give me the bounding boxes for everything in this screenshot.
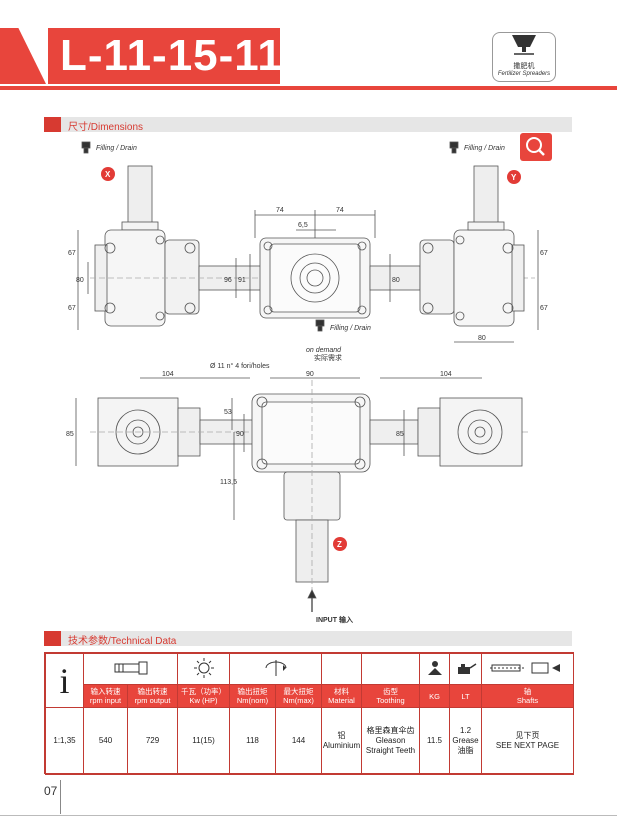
section-marker bbox=[44, 631, 61, 646]
dim-91: 91 bbox=[238, 277, 246, 284]
filling-drain-left: Filling / Drain bbox=[96, 145, 137, 152]
dim-85-right: 85 bbox=[396, 431, 404, 438]
dim-74-right: 74 bbox=[336, 207, 344, 214]
value-kw: 11(15) bbox=[177, 707, 230, 775]
dim-67-a: 67 bbox=[68, 250, 76, 257]
dim-67-c: 67 bbox=[540, 250, 548, 257]
value-nm-max: 144 bbox=[275, 707, 322, 775]
shafts-icon bbox=[489, 662, 560, 674]
header-rule bbox=[0, 86, 617, 90]
dimensions-label: 尺寸/Dimensions bbox=[68, 122, 144, 133]
section-marker bbox=[44, 117, 61, 132]
power-icon-cell bbox=[177, 653, 230, 685]
dim-90-top: 90 bbox=[306, 371, 314, 378]
technical-label: 技术参数/Technical Data bbox=[68, 636, 177, 647]
application-badge: 撒肥机 Fertilizer Spreaders bbox=[492, 32, 556, 82]
dim-67-d: 67 bbox=[540, 305, 548, 312]
toothing-icon-cell bbox=[361, 653, 420, 685]
search-button[interactable] bbox=[520, 133, 552, 161]
dim-85-left: 85 bbox=[66, 431, 74, 438]
header-kg: KG bbox=[419, 684, 450, 708]
page-divider bbox=[60, 780, 61, 814]
input-label: INPUT 输入 bbox=[316, 615, 353, 624]
page-title: L-11-15-11 bbox=[60, 31, 283, 80]
header-bar bbox=[48, 28, 280, 84]
dim-80-a: 80 bbox=[76, 277, 84, 284]
dim-90-side: 90 bbox=[236, 431, 244, 438]
marker-z bbox=[333, 537, 347, 551]
shaft-rpm-icon bbox=[114, 661, 147, 675]
dimensions-section-header: 尺寸/Dimensions bbox=[44, 117, 572, 133]
dim-113-5: 113,5 bbox=[220, 479, 237, 486]
marker-x bbox=[101, 167, 115, 181]
badge-cn: 撒肥机 bbox=[513, 63, 535, 70]
bottom-rule bbox=[0, 815, 617, 816]
rpm-icon-cell bbox=[83, 653, 178, 685]
fertilizer-spreader-icon bbox=[512, 35, 536, 55]
dim-53: 53 bbox=[224, 409, 232, 416]
value-ratio: 1:1,35 bbox=[45, 707, 84, 775]
torque-icon bbox=[265, 660, 286, 676]
marker-z-label: Z bbox=[337, 540, 342, 549]
shafts-icon-cell bbox=[481, 653, 574, 685]
marker-y bbox=[507, 170, 521, 184]
value-nm-nom: 118 bbox=[229, 707, 276, 775]
marker-y-label: Y bbox=[511, 173, 517, 182]
header-lt: LT bbox=[449, 684, 482, 708]
page-number: 07 bbox=[44, 784, 58, 798]
value-rpm-input: 540 bbox=[83, 707, 128, 775]
oil-can-icon bbox=[457, 663, 476, 674]
filling-drain-bottom: Filling / Drain bbox=[330, 325, 371, 332]
oil-icon-cell bbox=[449, 653, 482, 685]
technical-drawing: X Y Z Filling / Drain Filling / Drain Fi… bbox=[66, 141, 548, 624]
ratio-symbol: i bbox=[59, 660, 70, 701]
dim-80-b: 80 bbox=[392, 277, 400, 284]
on-demand-cn: 实际需求 bbox=[314, 353, 342, 362]
header-kw: 千瓦（功率）Kw (HP) bbox=[177, 684, 230, 708]
torque-icon-cell bbox=[229, 653, 322, 685]
dim-80-c: 80 bbox=[478, 335, 486, 342]
search-icon bbox=[526, 137, 545, 156]
holes-note: Ø 11 n° 4 fori/holes bbox=[210, 362, 270, 370]
marker-x-label: X bbox=[105, 170, 111, 179]
weight-icon-cell bbox=[419, 653, 450, 685]
material-icon-cell bbox=[321, 653, 362, 685]
dim-104-right: 104 bbox=[440, 371, 452, 378]
technical-section-header: 技术参数/Technical Data bbox=[44, 631, 572, 647]
badge-en: Fertilizer Spreaders bbox=[497, 71, 551, 77]
dim-96: 96 bbox=[224, 277, 232, 284]
filling-drain-right: Filling / Drain bbox=[464, 145, 505, 152]
dim-104-left: 104 bbox=[162, 371, 174, 378]
weight-person-icon bbox=[427, 661, 442, 675]
on-demand-note: on demand bbox=[306, 347, 342, 354]
sun-power-icon bbox=[193, 658, 214, 678]
value-kg: 11.5 bbox=[419, 707, 450, 775]
value-rpm-output: 729 bbox=[127, 707, 178, 775]
dim-67-b: 67 bbox=[68, 305, 76, 312]
dim-6-5: 6,5 bbox=[298, 222, 308, 229]
ratio-symbol-cell: i bbox=[45, 653, 84, 708]
dim-74-left: 74 bbox=[276, 207, 284, 214]
